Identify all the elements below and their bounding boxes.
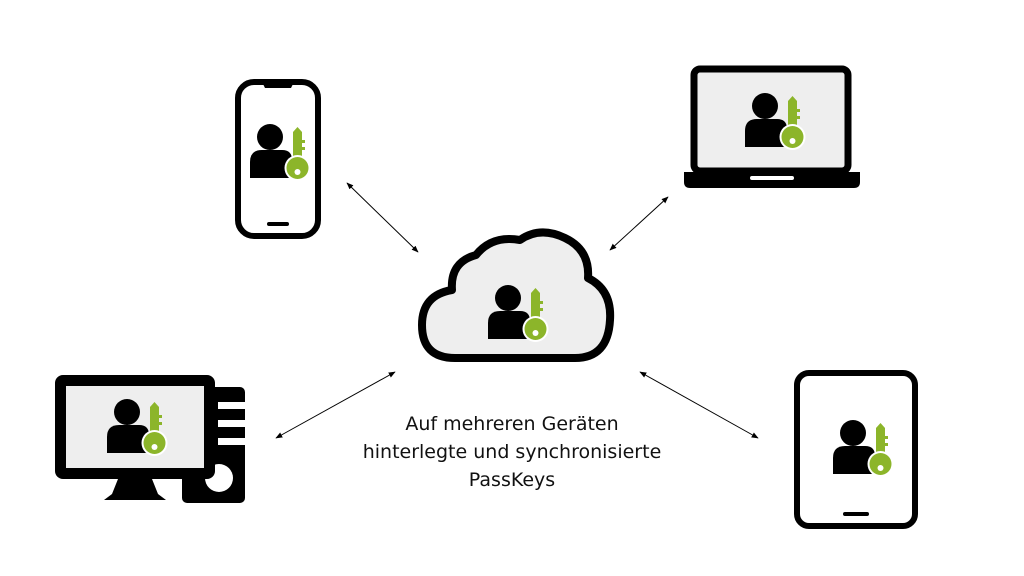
user-key-icon	[488, 285, 549, 342]
caption-line: PassKeys	[468, 469, 556, 491]
user-key-icon	[250, 124, 311, 181]
double-arrow-icon	[609, 196, 669, 251]
tablet-icon	[794, 370, 918, 529]
sync-arrows	[275, 182, 759, 439]
double-arrow-icon	[639, 371, 759, 439]
user-key-icon	[745, 93, 806, 150]
user-key-icon	[833, 420, 894, 477]
caption-line: Auf mehreren Geräten	[405, 413, 619, 435]
laptop-icon	[684, 65, 860, 188]
user-key-icon	[107, 399, 168, 456]
double-arrow-icon	[346, 182, 419, 253]
diagram-caption: Auf mehreren Geräten hinterlegte und syn…	[300, 410, 724, 494]
double-arrow-icon	[275, 371, 396, 439]
cloud-icon	[418, 228, 615, 362]
smartphone-icon	[235, 79, 321, 239]
caption-line: hinterlegte und synchronisierte	[362, 441, 662, 463]
desktop-computer-icon	[55, 375, 245, 503]
